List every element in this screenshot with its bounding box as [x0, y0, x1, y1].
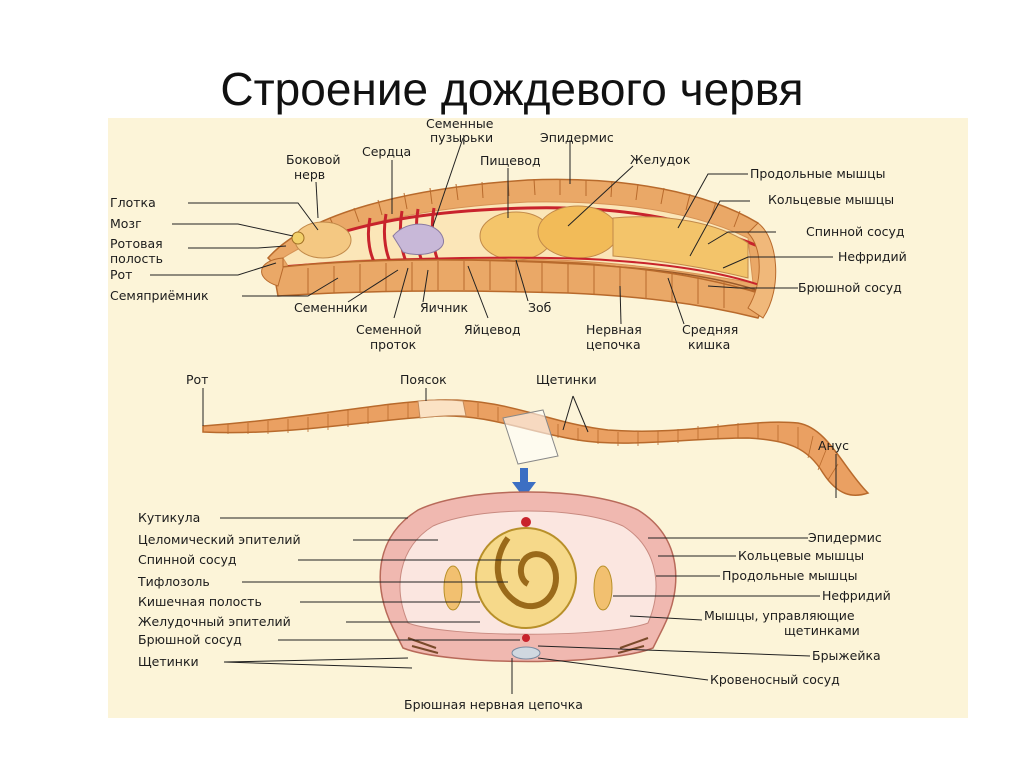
label-tselomicheskiy: Целомический эпителий [138, 532, 301, 547]
cross-section: Кутикула Целомический эпителий Спинной с… [137, 491, 891, 712]
worm-body-lower-wall [272, 259, 770, 319]
label-bryzheyka: Брыжейка [812, 648, 881, 663]
label-kishechnaya: Кишечная полость [138, 594, 262, 609]
label-pishchevod: Пищевод [480, 153, 541, 168]
label-bokovoy-line1: Боковой [286, 152, 341, 167]
label-shchetinki-external: Щетинки [536, 372, 597, 387]
label-epidermis-cross: Эпидермис [808, 530, 882, 545]
label-srednyaya-line2: кишка [688, 337, 730, 352]
label-rotovaya-line1: Ротовая [110, 236, 163, 251]
label-nefridiy-cross: Нефридий [822, 588, 891, 603]
label-nervnaya-line1: Нервная [586, 322, 642, 337]
label-protok-line1: Семенной [356, 322, 422, 337]
cross-dorsal-vessel [521, 517, 531, 527]
label-krovenosny: Кровеносный сосуд [710, 672, 840, 687]
label-koltsevye: Кольцевые мышцы [768, 192, 894, 207]
label-bryushnaya-nervnaya: Брюшная нервная цепочка [404, 697, 583, 712]
cross-gut [475, 527, 577, 629]
label-spinnoy-cross: Спинной сосуд [138, 552, 237, 567]
cross-ventral-vessel [522, 634, 530, 642]
worm-cut-end [747, 222, 777, 319]
label-srednyaya-kishka: Средняя кишка [682, 322, 742, 352]
label-zob: Зоб [528, 300, 552, 315]
cross-nephridium-left [443, 565, 463, 611]
external-view: Рот Поясок Щетинки Анус [186, 372, 870, 498]
clitellum [417, 399, 467, 419]
label-tiflozol: Тифлозоль [137, 574, 210, 589]
label-myshtsy-line2: щетинками [784, 623, 860, 638]
label-srednyaya-line1: Средняя [682, 322, 738, 337]
slide-title: Строение дождевого червя [220, 63, 804, 115]
label-semennoy-protok: Семенной проток [356, 322, 426, 352]
label-myshtsy-line1: Мышцы, управляющие [704, 608, 855, 623]
gizzard [537, 205, 619, 259]
longitudinal-section: Глотка Мозг Ротовая полость Рот Семяприё… [110, 116, 907, 352]
label-yaytsevod: Яйцевод [464, 322, 521, 337]
label-prodolnye-cross: Продольные мышцы [722, 568, 857, 583]
label-prodolnye: Продольные мышцы [750, 166, 885, 181]
label-kutikula: Кутикула [138, 510, 200, 525]
external-leader-lines [202, 388, 837, 498]
label-koltsevye-cross: Кольцевые мышцы [738, 548, 864, 563]
label-zheludok: Желудок [630, 152, 691, 167]
label-nervnaya-tsepochka: Нервная цепочка [586, 322, 646, 352]
cross-nerve-cord [511, 646, 541, 660]
label-rotovaya-line2: полость [110, 251, 163, 266]
label-bokovoy-nerv: Боковой нерв [286, 152, 345, 182]
lower-segment-stripes [307, 261, 725, 308]
label-shchetinki-cross: Щетинки [138, 654, 199, 669]
label-myshtsy-upravlyayushchie: Мышцы, управляющие щетинками [704, 608, 860, 638]
label-anus: Анус [818, 438, 849, 453]
label-yaichnik: Яичник [420, 300, 468, 315]
midgut [612, 216, 749, 279]
seminal-vesicles [392, 223, 444, 255]
cross-leader-lines [220, 517, 820, 694]
label-glotka: Глотка [110, 195, 156, 210]
label-spinnoy: Спинной сосуд [806, 224, 905, 239]
down-arrow-icon [512, 468, 536, 498]
label-mozg: Мозг [110, 216, 142, 231]
label-bryushnoy: Брюшной сосуд [798, 280, 902, 295]
label-semennye-puzyrki: Семенные пузырьки [426, 118, 497, 145]
label-bryushnoy-cross: Брюшной сосуд [138, 632, 242, 647]
label-semenniki: Семенники [294, 300, 368, 315]
typhlosole [494, 536, 560, 610]
label-puzyrki-line2: пузырьки [430, 130, 493, 145]
label-rot-external: Рот [186, 372, 208, 387]
label-epidermis-top: Эпидермис [540, 130, 614, 145]
brain [291, 231, 305, 245]
label-protok-line2: проток [370, 337, 417, 352]
label-poyasok: Поясок [400, 372, 447, 387]
label-rot: Рот [110, 267, 132, 282]
label-bokovoy-line2: нерв [294, 167, 325, 182]
label-nervnaya-line2: цепочка [586, 337, 641, 352]
earthworm-diagram: Глотка Мозг Ротовая полость Рот Семяприё… [108, 116, 968, 718]
label-rotovaya-polost: Ротовая полость [110, 236, 167, 266]
label-serdtsa: Сердца [362, 144, 411, 159]
diagram-svg: Глотка Мозг Ротовая полость Рот Семяприё… [108, 116, 968, 718]
worm-head-tip [261, 257, 284, 287]
longitudinal-leader-lines [150, 137, 833, 325]
cut-plane [502, 409, 559, 465]
cross-nephridium-right [593, 565, 613, 611]
label-zheludochny: Желудочный эпителий [138, 614, 291, 629]
label-nefridiy: Нефридий [838, 249, 907, 264]
label-puzyrki-line1: Семенные [426, 118, 494, 131]
label-semyapriemnik: Семяприёмник [110, 288, 209, 303]
